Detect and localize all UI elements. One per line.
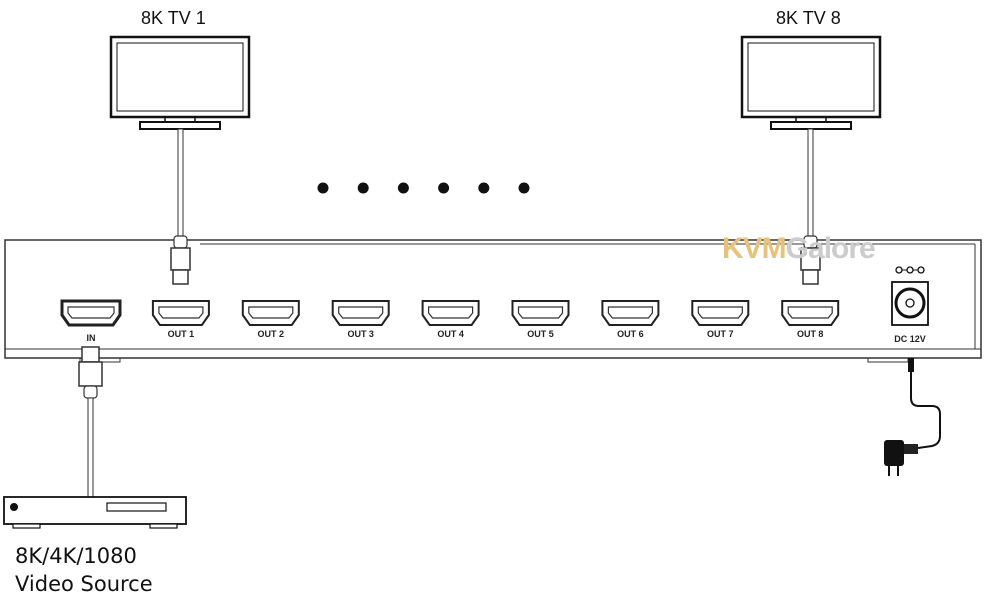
watermark: KVMGalore	[722, 232, 875, 265]
ellipsis-dot	[397, 182, 409, 194]
hdmi-port-out-8[interactable]: OUT 8	[781, 300, 840, 339]
port-label: IN	[87, 333, 96, 343]
ellipsis-dot	[438, 182, 450, 194]
hdmi-port-out-7[interactable]: OUT 7	[691, 300, 750, 339]
dc-12v-label: DC 12V	[894, 334, 926, 344]
port-label: OUT 5	[527, 329, 554, 339]
video-source-device	[3, 496, 187, 529]
hdmi-splitter	[4, 239, 982, 363]
hdmi-port-out-1[interactable]: OUT 1	[151, 300, 210, 339]
hdmi-port-out-6[interactable]: OUT 6	[601, 300, 660, 339]
port-label: OUT 1	[168, 329, 195, 339]
hdmi-port-in[interactable]: IN	[60, 299, 122, 343]
ellipsis-dots	[317, 182, 530, 194]
dc-power-jack[interactable]	[891, 266, 929, 326]
ellipsis-dot	[317, 182, 329, 194]
hdmi-cable-tv8	[800, 128, 821, 285]
hdmi-cable-tv1	[170, 128, 191, 285]
port-label: OUT 3	[347, 329, 374, 339]
port-label: OUT 4	[437, 329, 464, 339]
port-row: IN OUT 1 OUT 2 OUT 3 OUT 4 OUT 5 OUT 6 OUT 7 OUT…	[60, 299, 840, 343]
hdmi-port-out-4[interactable]: OUT 4	[421, 300, 480, 339]
port-label: OUT 2	[258, 329, 285, 339]
tv-1	[109, 35, 251, 130]
power-adapter	[884, 358, 941, 476]
port-label: OUT 7	[707, 329, 734, 339]
source-resolution-label: 8K/4K/1080	[15, 544, 137, 568]
tv-8	[740, 35, 882, 130]
watermark-part-1: KVM	[722, 232, 786, 265]
hdmi-port-out-5[interactable]: OUT 5	[511, 300, 570, 339]
watermark-part-2: Galore	[786, 232, 875, 265]
source-name-label: Video Source	[15, 572, 153, 596]
hdmi-port-out-2[interactable]: OUT 2	[241, 300, 300, 339]
ellipsis-dot	[357, 182, 369, 194]
hdmi-cable-input	[78, 346, 103, 498]
ellipsis-dot	[518, 182, 530, 194]
hdmi-port-out-3[interactable]: OUT 3	[331, 300, 390, 339]
tv-1-label: 8K TV 1	[141, 8, 206, 28]
port-label: OUT 6	[617, 329, 644, 339]
tv-8-label: 8K TV 8	[776, 8, 841, 28]
ellipsis-dot	[478, 182, 490, 194]
port-label: OUT 8	[797, 329, 824, 339]
